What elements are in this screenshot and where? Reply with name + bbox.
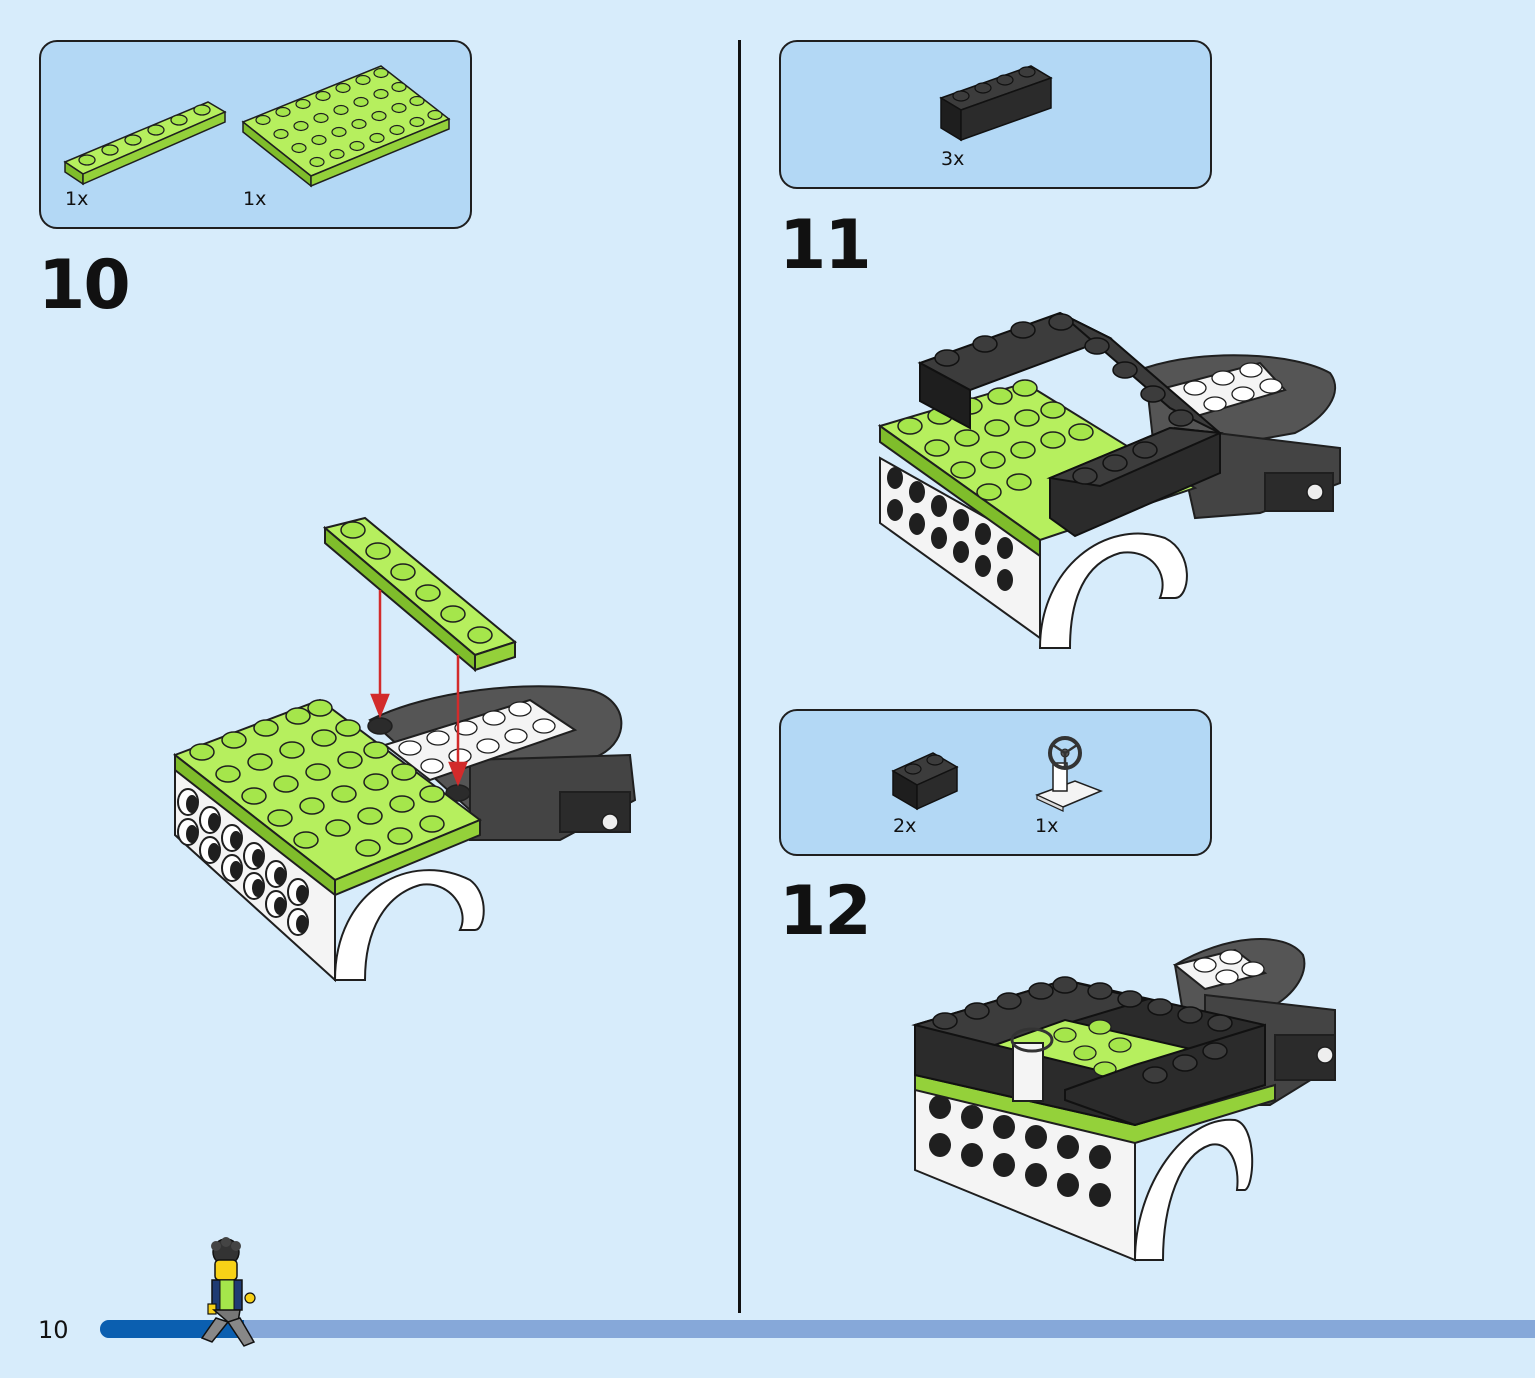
step-11-number: 11 [779, 206, 872, 285]
black-brick-1x2-icon [891, 752, 959, 811]
steering-wheel-icon [1035, 736, 1104, 812]
lime-plate-4x6-icon [241, 65, 451, 188]
step-10-part-2-qty: 1x [243, 188, 267, 210]
step-10-number: 10 [38, 246, 131, 325]
step-12-build-illustration [911, 938, 1336, 1262]
step-10-parts-box: 1x 1x [39, 40, 472, 229]
step-12-number: 12 [779, 872, 872, 951]
step-11-build-illustration [877, 311, 1341, 649]
column-divider [738, 40, 741, 1313]
minifigure-walking-icon [200, 1237, 256, 1347]
step-10-build-illustration [172, 516, 637, 983]
step-12-parts-box: 2x 1x [779, 709, 1212, 856]
black-brick-1x4-icon [939, 65, 1053, 142]
step-11-part-1-qty: 3x [941, 148, 965, 170]
step-11-parts-box: 3x [779, 40, 1212, 189]
step-12-part-2-qty: 1x [1035, 815, 1059, 837]
lime-plate-1x6-icon [63, 101, 227, 186]
progress-track [100, 1320, 1535, 1338]
step-10-part-1-qty: 1x [65, 188, 89, 210]
step-12-part-1-qty: 2x [893, 815, 917, 837]
page-number: 10 [38, 1316, 69, 1344]
